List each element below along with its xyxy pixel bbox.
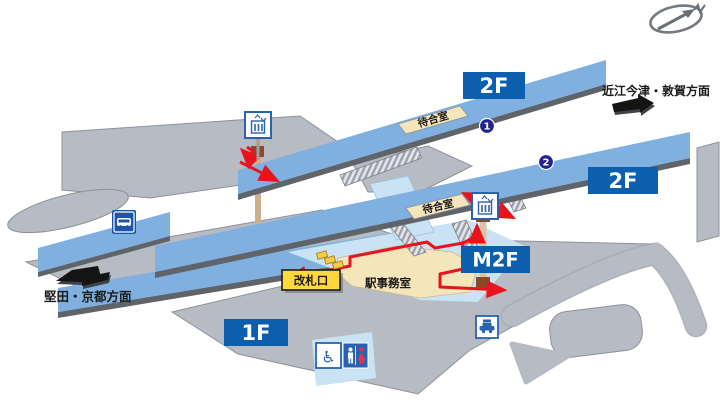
stairs-upper xyxy=(339,146,423,187)
direction-south-arrow xyxy=(56,266,111,289)
direction-south-label: 堅田・京都方面 xyxy=(44,289,132,304)
track1-badge: 1 xyxy=(478,117,496,135)
track2-number: 2 xyxy=(543,158,550,169)
bus-curb-strip xyxy=(38,212,170,277)
svg-text:2F: 2F xyxy=(480,74,509,98)
route-stairs-spur xyxy=(462,222,486,245)
direction-north: 近江今津・敦賀方面 xyxy=(602,83,710,116)
rotary-island xyxy=(549,304,643,358)
svg-text:M2F: M2F xyxy=(472,249,518,272)
elevator-icon-lower xyxy=(471,192,499,220)
right-edge-ground xyxy=(696,141,720,243)
svg-text:♿: ♿ xyxy=(321,348,335,367)
bus-loop-island xyxy=(7,188,129,234)
floor-label-1f: 1F xyxy=(224,319,288,346)
rotary-triangle-island xyxy=(509,341,571,385)
ticket-gate-label: 改札口 xyxy=(281,269,343,293)
direction-south: 堅田・京都方面 xyxy=(44,266,132,304)
restroom-icon xyxy=(342,342,369,369)
platform-track2 xyxy=(155,132,690,278)
accessible-toilet-icon: ♿ xyxy=(315,342,342,369)
floor-label-2f-upper: 2F xyxy=(463,72,525,99)
floor-label-2f-lower: 2F xyxy=(588,167,658,194)
route-main xyxy=(285,240,508,299)
track1-number: 1 xyxy=(484,122,491,133)
compass-north-icon xyxy=(649,2,706,34)
svg-text:2F: 2F xyxy=(609,169,638,193)
floor-label-m2f: M2F xyxy=(461,246,530,273)
track2-badge: 2 xyxy=(537,153,555,171)
bus-stop-icon xyxy=(112,210,136,234)
ticket-gate-machines xyxy=(315,250,345,270)
route-platform1-up xyxy=(239,147,262,170)
ticket-gate-text: 改札口 xyxy=(294,274,329,288)
direction-north-label: 近江今津・敦賀方面 xyxy=(602,83,710,98)
station-office-label: 駅事務室 xyxy=(364,276,411,290)
svg-text:1F: 1F xyxy=(242,321,271,345)
taxi-loop-road-top xyxy=(502,243,706,336)
taxi-stand-icon xyxy=(475,315,499,339)
direction-north-arrow xyxy=(612,94,655,116)
toilet-block: ♿ xyxy=(312,332,376,386)
elevator-icon-upper xyxy=(244,111,272,160)
